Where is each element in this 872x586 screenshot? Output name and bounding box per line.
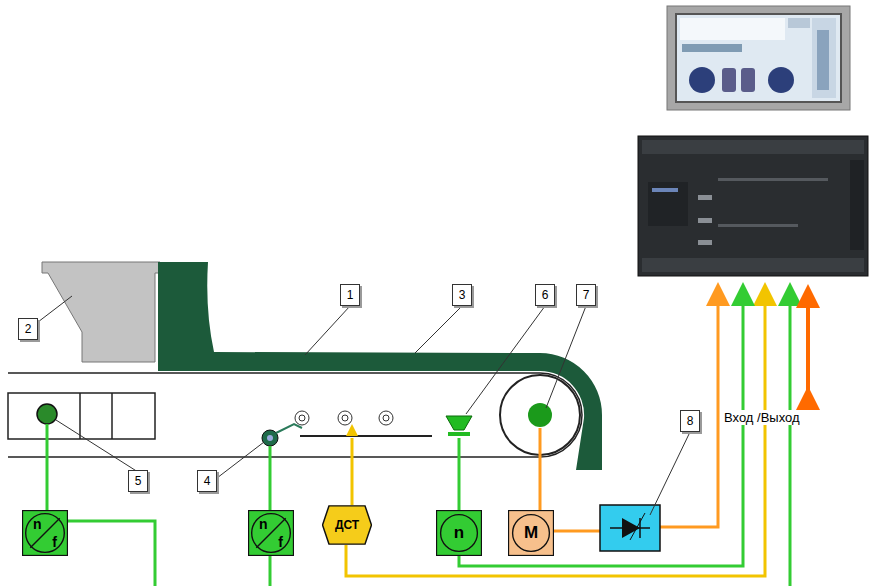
callout-number: 5 <box>128 470 148 492</box>
io-label: Вход /Выход <box>722 410 802 425</box>
leader-lines <box>38 296 690 515</box>
callout-number: 3 <box>452 284 472 306</box>
callout-number: 6 <box>535 284 555 306</box>
pulleys <box>37 375 580 455</box>
symbol-letter: n <box>259 516 268 532</box>
symbol-letter: n <box>33 516 42 532</box>
symbol-letter: f <box>52 534 57 550</box>
symbol-letter: M <box>524 523 538 543</box>
wires <box>47 288 808 586</box>
callout-number: 1 <box>347 288 354 302</box>
frequency-sensor: nf <box>248 510 294 556</box>
callout-number: 1 <box>340 284 360 306</box>
hmi-panel <box>667 6 850 110</box>
callout-number: 3 <box>459 288 466 302</box>
frequency-sensor: nf <box>22 510 68 556</box>
callout-number: 7 <box>576 284 596 306</box>
callout-number: 4 <box>204 474 211 488</box>
symbol-letter: n <box>454 523 464 543</box>
nf-outline <box>22 510 68 556</box>
hopper <box>42 262 160 362</box>
callout-number: 8 <box>687 414 694 428</box>
callout-number: 5 <box>135 474 142 488</box>
bulk-material <box>158 262 602 470</box>
symbol-letter: f <box>278 534 283 550</box>
callout-number: 2 <box>18 318 38 340</box>
motor-symbol: M <box>508 510 554 556</box>
load-cell-transducer: ДСТ <box>322 505 372 545</box>
symbol-letter: ДСТ <box>335 518 359 532</box>
speed-sensor: n <box>436 510 482 556</box>
callout-number: 2 <box>25 322 32 336</box>
nf-outline <box>248 510 294 556</box>
callout-number: 7 <box>583 288 590 302</box>
plc <box>638 136 868 276</box>
callout-number: 4 <box>197 470 217 492</box>
weigh-plate <box>300 416 472 436</box>
callout-number: 8 <box>680 410 700 432</box>
callout-number: 6 <box>542 288 549 302</box>
